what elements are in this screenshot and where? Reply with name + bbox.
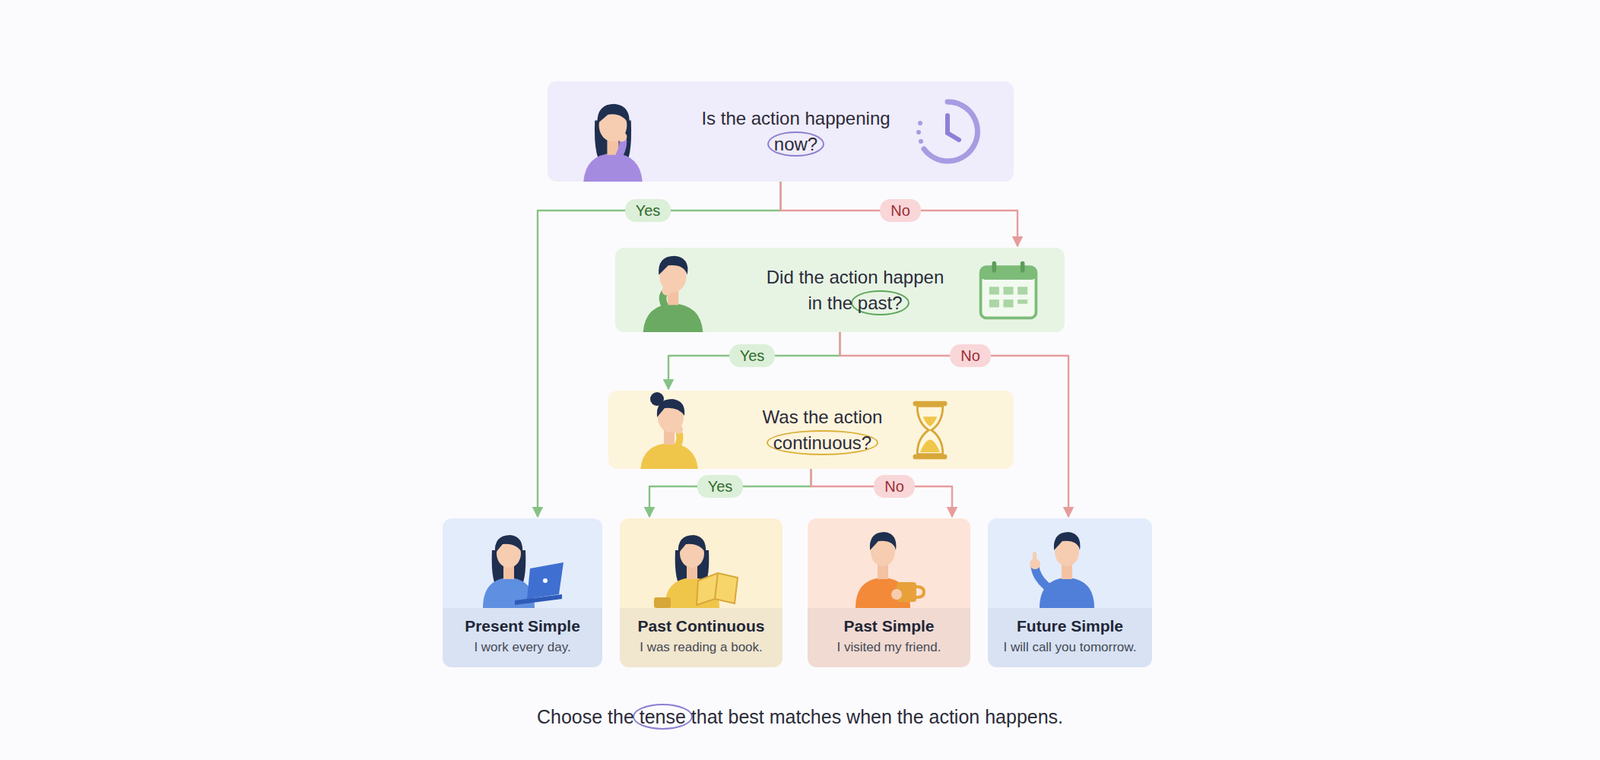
example-sentence: I visited my friend. bbox=[813, 639, 965, 658]
person-cup-illustration bbox=[835, 524, 943, 609]
branch-label: No bbox=[879, 199, 921, 223]
calendar-icon bbox=[976, 258, 1041, 323]
card-band: Future Simple I will call you tomorrow. bbox=[987, 608, 1153, 668]
branch-label: Yes bbox=[625, 199, 672, 223]
person-laptop-illustration bbox=[469, 524, 576, 609]
card-band: Past Simple I visited my friend. bbox=[807, 608, 971, 668]
question-text: Did the action happen in the past? bbox=[765, 264, 946, 316]
person-illustration bbox=[631, 390, 708, 470]
question-text: Was the action continuous? bbox=[742, 404, 903, 456]
question-box: Did the action happen in the past? bbox=[615, 247, 1065, 333]
card-figure bbox=[442, 518, 603, 609]
example-sentence: I work every day. bbox=[448, 639, 597, 658]
tense-name: Past Continuous bbox=[625, 615, 777, 637]
tense-name: Present Simple bbox=[448, 615, 597, 637]
caption-row: Choose the tense that best matches when … bbox=[0, 703, 1600, 733]
tense-name: Future Simple bbox=[993, 615, 1147, 637]
flow-connector bbox=[649, 469, 812, 518]
tense-card: Past Simple I visited my friend. bbox=[807, 518, 971, 668]
example-sentence: I will call you tomorrow. bbox=[993, 639, 1147, 658]
card-figure bbox=[987, 518, 1153, 609]
tense-name: Past Simple bbox=[813, 615, 965, 637]
tense-card: Past Continuous I was reading a book. bbox=[619, 518, 783, 668]
card-band: Past Continuous I was reading a book. bbox=[619, 608, 783, 668]
card-band: Present Simple I work every day. bbox=[442, 608, 603, 668]
tense-card: Future Simple I will call you tomorrow. bbox=[987, 518, 1153, 668]
example-sentence: I was reading a book. bbox=[625, 639, 777, 658]
branch-label: Yes bbox=[697, 475, 744, 499]
person-illustration bbox=[571, 87, 654, 182]
question-text: Is the action happening now? bbox=[696, 105, 896, 157]
flow-connector bbox=[811, 469, 953, 518]
tense-card: Present Simple I work every day. bbox=[442, 518, 603, 668]
caption: Choose the tense that best matches when … bbox=[536, 706, 1064, 728]
branch-label: No bbox=[949, 344, 991, 368]
question-box: Is the action happening now? bbox=[547, 81, 1014, 182]
hourglass-icon bbox=[908, 398, 952, 463]
card-figure bbox=[619, 518, 783, 609]
card-figure bbox=[807, 518, 971, 609]
branch-label: Yes bbox=[729, 344, 776, 368]
clock-icon bbox=[913, 97, 982, 166]
person-reading-illustration bbox=[647, 524, 755, 609]
caption-line: Choose the tense that best matches when … bbox=[536, 703, 1064, 733]
branch-label: No bbox=[873, 475, 915, 499]
question-box: Was the action continuous? bbox=[608, 390, 1014, 470]
flow-connector bbox=[668, 332, 841, 390]
person-illustration bbox=[633, 247, 713, 333]
person-pointing-illustration bbox=[1016, 524, 1124, 609]
flow-connector bbox=[780, 181, 1019, 247]
